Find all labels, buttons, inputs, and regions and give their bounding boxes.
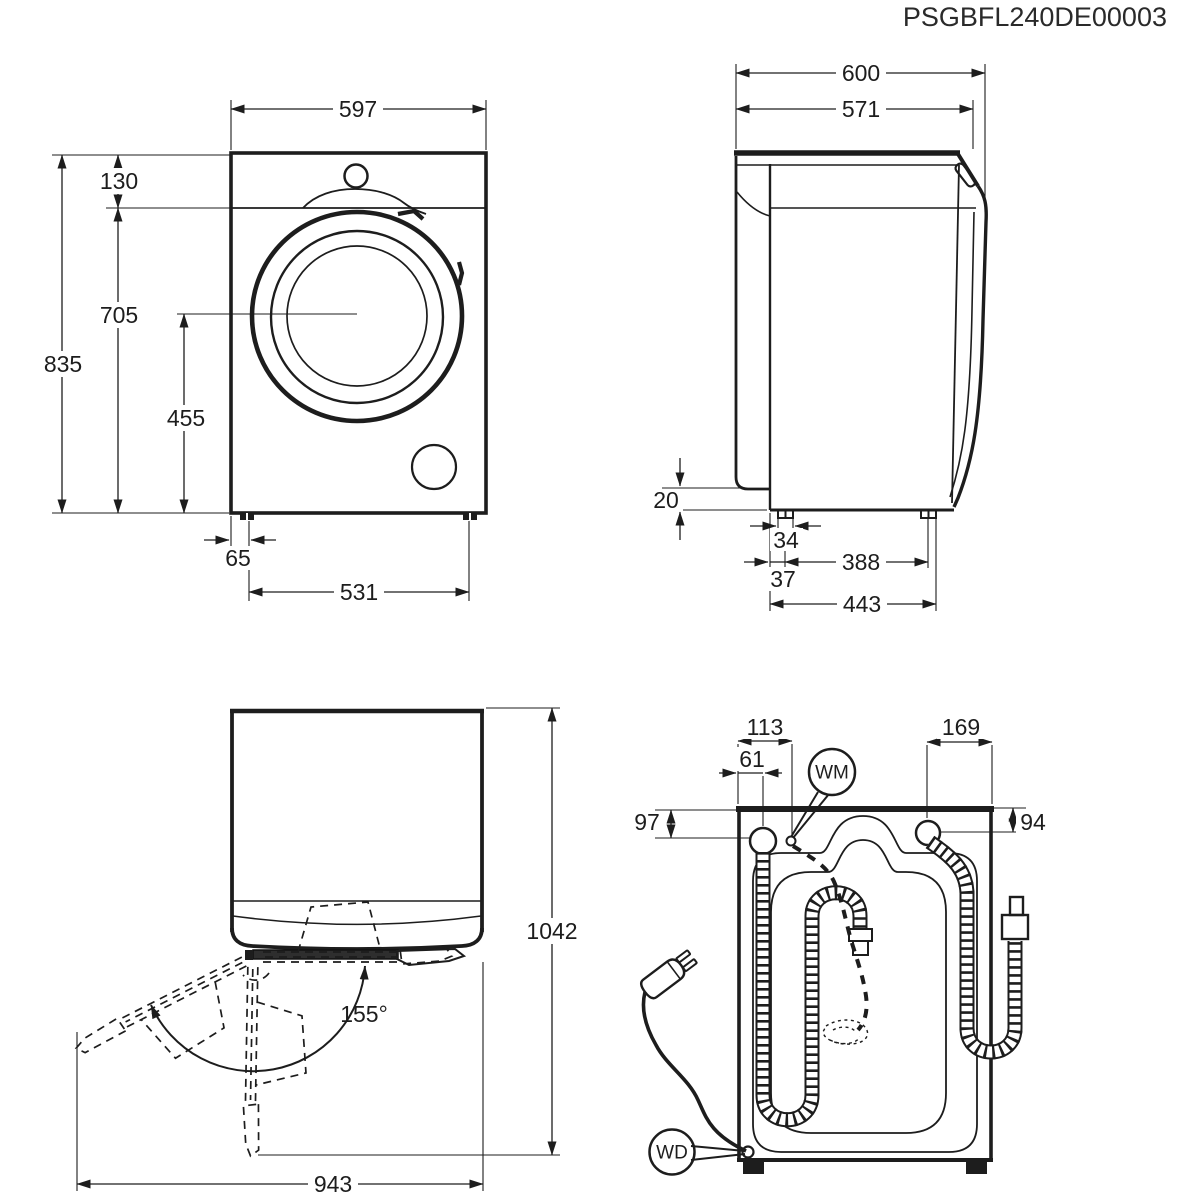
dim-back-inlet-offset: 169 [926,714,993,747]
side-body-front-edge [951,164,960,504]
door-hinge-cover [954,162,977,188]
dim-back-drain-offset-label: 113 [747,714,784,740]
dim-front-panel-height-label: 130 [100,168,138,194]
door-swing-arc [150,965,369,1073]
dim-front-panel-height: 130 [94,154,144,209]
dim-side-rear-foot-inset-label: 37 [770,566,796,592]
dim-side-rear-foot-inset: 37 [744,557,800,592]
dim-side-depth-body-label: 571 [842,96,880,122]
dim-side-depth-total: 600 [735,60,986,86]
dim-back-cord-offset-label: 61 [739,746,765,772]
dim-front-drum-center-label: 455 [167,405,205,431]
back-left-foot [743,1162,764,1174]
plug-pin [682,958,698,972]
door-ring-wave-2 [456,261,465,286]
dim-back-cord-offset: 61 [719,746,782,778]
back-inner-panel [770,839,947,1134]
dim-side-depth-body: 571 [735,96,974,122]
inlet-hose-connector [1000,913,1030,941]
dim-top-depth-open: 1042 [521,707,584,1156]
power-plug [640,949,698,1000]
dim-back-drain-offset: 113 [737,714,793,746]
back-outer-panel [752,815,978,1153]
dim-door-angle-label: 155° [340,1001,388,1027]
dim-top-depth-open-label: 1042 [526,918,577,944]
door-ring-wave [397,208,425,221]
door-open-155 [71,954,270,1098]
side-view: 600 571 20 34 37 388 [650,60,988,617]
wm-callout: WM [790,747,857,839]
dim-side-feet-overall-label: 443 [843,591,881,617]
wd-balloon [648,1128,696,1176]
dim-side-feet-overall: 443 [769,591,937,617]
dim-front-drum-center: 455 [161,313,211,514]
wm-callout-label: WM [815,763,849,784]
side-feet [777,509,937,519]
dim-side-rear-gap: 20 [650,458,685,540]
door-latch [396,947,467,967]
drain-hose-connector [848,928,873,942]
power-cord [641,991,747,1153]
dim-front-height-below-panel: 705 [94,207,144,514]
front-view: 597 130 705 835 455 65 [38,95,488,605]
back-right-foot [966,1162,987,1174]
dim-top-width-open-label: 943 [314,1171,352,1197]
wm-hose-routing-dashed [791,844,869,1032]
hose-coil-sketch [822,1019,869,1045]
top-front-edge [230,927,484,951]
program-knob [343,163,369,189]
dim-front-width-label: 597 [339,96,377,122]
dim-front-total-height-label: 835 [44,351,82,377]
dim-top-width-open: 943 [76,1171,484,1197]
dim-side-feet-distance: 388 [784,549,929,575]
document-code: PSGBFL240DE00003 [903,2,1167,32]
door-outer-ring [249,209,465,424]
dim-front-height-below-panel-label: 705 [100,302,138,328]
dim-back-right-port-depth-label: 94 [1020,809,1046,835]
wd-callout-label: WD [656,1143,688,1164]
front-machine-outline [229,151,488,515]
dim-back-inlet-offset-label: 169 [942,714,980,740]
dim-front-width: 597 [230,95,487,122]
dim-side-feet-distance-label: 388 [842,549,880,575]
dim-side-depth-total-label: 600 [842,60,880,86]
door-hinge [245,950,253,960]
dim-side-foot-width: 34 [750,521,821,553]
door-trim-arc [302,188,427,215]
inlet-hose [925,835,1030,1060]
door-glass-ring [286,245,428,387]
inlet-hose-connector-tip [1008,895,1025,917]
front-feet [240,513,477,520]
dim-front-foot-inset: 65 [204,535,276,571]
dim-back-left-port-depth-label: 97 [634,809,660,835]
dim-side-rear-gap-label: 20 [653,487,679,513]
dim-front-feet-distance: 531 [248,579,470,605]
dim-back-right-port-depth: 94 [1008,807,1050,835]
top-front-panel-seam [232,915,482,925]
door-middle-ring [269,229,445,405]
drain-filter-flap [410,443,458,491]
dim-front-foot-inset-label: 65 [225,545,251,571]
wd-callout: WD [648,1128,746,1176]
dim-front-total-height: 835 [38,154,88,514]
drain-outlet [748,826,778,856]
dim-front-feet-distance-label: 531 [340,579,378,605]
side-door-inner-edge [949,211,975,498]
back-view: WM WD 113 61 [630,714,1050,1176]
side-back-flange [734,156,769,491]
wm-balloon [807,747,857,797]
side-back-flange-top [736,191,771,217]
wd-port [741,1145,755,1159]
drain-hose [755,852,873,1128]
dim-back-left-port-depth: 97 [630,809,676,839]
dim-side-foot-width-label: 34 [773,527,799,553]
side-door-outer-edge [952,185,988,508]
top-view-door-open: 155° 1042 943 [71,707,584,1197]
